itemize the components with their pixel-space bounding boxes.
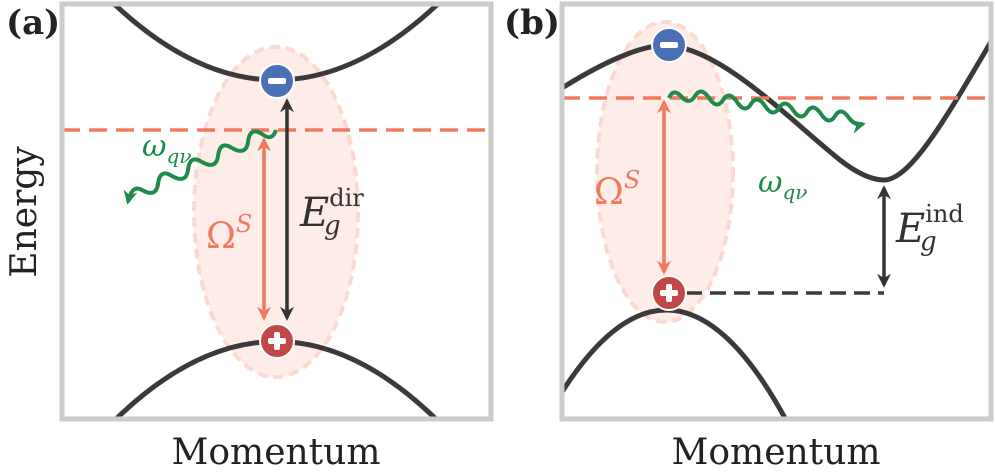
phonon-label-b: ωqν xyxy=(758,165,807,204)
valence-band-b xyxy=(562,307,789,419)
phonon-wave-a xyxy=(123,129,278,205)
hole-icon xyxy=(259,323,295,359)
panel-label-a: (a) xyxy=(6,3,60,43)
phonon-label-a: ωqν xyxy=(142,129,191,168)
exciton-label-a: ΩS xyxy=(206,210,252,257)
x-axis-label-b: Momentum xyxy=(672,432,881,473)
panel-label-b: (b) xyxy=(504,3,560,43)
x-axis-label-a: Momentum xyxy=(172,432,381,473)
conduction-band-b xyxy=(562,38,991,183)
y-axis-label: Energy xyxy=(4,146,45,278)
exciton-label-b: ΩS xyxy=(594,166,640,213)
hole-icon xyxy=(651,275,687,311)
panel-frame-a xyxy=(59,1,494,422)
panel-frame-b xyxy=(559,1,994,422)
electron-icon xyxy=(259,63,295,99)
phonon-wave-b xyxy=(667,89,866,134)
electron-icon xyxy=(651,27,687,63)
